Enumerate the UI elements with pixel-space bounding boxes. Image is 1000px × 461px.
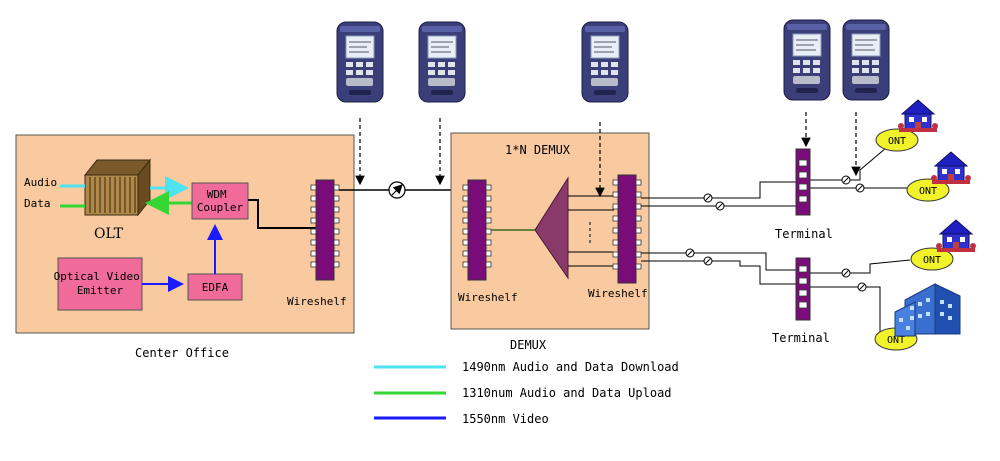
legend: 1490nm Audio and Data Download 1310num A…	[374, 360, 679, 426]
house-icon	[930, 151, 972, 185]
demux-left-wireshelf-label: Wireshelf	[458, 291, 518, 304]
audio-label: Audio	[24, 176, 57, 189]
demux-caption: DEMUX	[510, 338, 547, 352]
wdm-coupler-box: WDM Coupler	[191, 182, 249, 220]
olt-label: OLT	[94, 226, 124, 242]
splitter-icon	[534, 176, 569, 280]
demux-title: 1*N DEMUX	[505, 143, 571, 157]
center-office-caption: Center Office	[135, 346, 229, 360]
terminal-1	[795, 148, 811, 216]
edfa-label: EDFA	[202, 281, 229, 294]
legend-label-upload: 1310num Audio and Data Upload	[462, 386, 672, 400]
data-label: Data	[24, 197, 51, 210]
power-meter-icon	[336, 21, 384, 103]
center-office-wireshelf-label: Wireshelf	[287, 295, 347, 308]
power-meter-icon	[418, 21, 466, 103]
ont-1-label: ONT	[888, 136, 906, 147]
power-meter-icon	[783, 19, 831, 101]
power-meter-icon	[842, 19, 890, 101]
house-icon	[897, 99, 939, 133]
demux-right-wireshelf-label: Wireshelf	[588, 287, 648, 300]
ont-4-label: ONT	[887, 335, 905, 346]
ont-3: ONT	[910, 247, 954, 271]
power-meter-icon	[581, 21, 629, 103]
ont-2: ONT	[906, 178, 950, 202]
demux-left-wireshelf	[462, 179, 492, 281]
office-building-icon	[894, 283, 961, 337]
legend-label-download: 1490nm Audio and Data Download	[462, 360, 679, 374]
terminal-1-label: Terminal	[775, 227, 833, 241]
demux-right-wireshelf	[612, 174, 642, 284]
optical-video-emitter-box: Optical Video Emitter	[54, 257, 147, 311]
legend-label-video: 1550nm Video	[462, 412, 549, 426]
terminal-2-label: Terminal	[772, 331, 830, 345]
wdm-coupler-label: WDM Coupler	[197, 188, 244, 214]
olt-device	[83, 158, 152, 217]
optical-video-emitter-label: Optical Video Emitter	[54, 270, 147, 297]
ont-1: ONT	[875, 128, 919, 152]
ont-2-label: ONT	[919, 186, 937, 197]
attenuator-icon	[388, 181, 406, 199]
splitter-outputs	[568, 195, 614, 267]
center-office-wireshelf	[310, 179, 340, 281]
ont-3-label: ONT	[923, 255, 941, 266]
trunk-fiber-1	[248, 199, 316, 229]
edfa-box: EDFA	[187, 273, 243, 301]
probe-arrows	[355, 112, 861, 198]
distribution-fibers	[641, 147, 911, 339]
house-icon	[935, 219, 977, 253]
terminal-2	[795, 257, 811, 321]
